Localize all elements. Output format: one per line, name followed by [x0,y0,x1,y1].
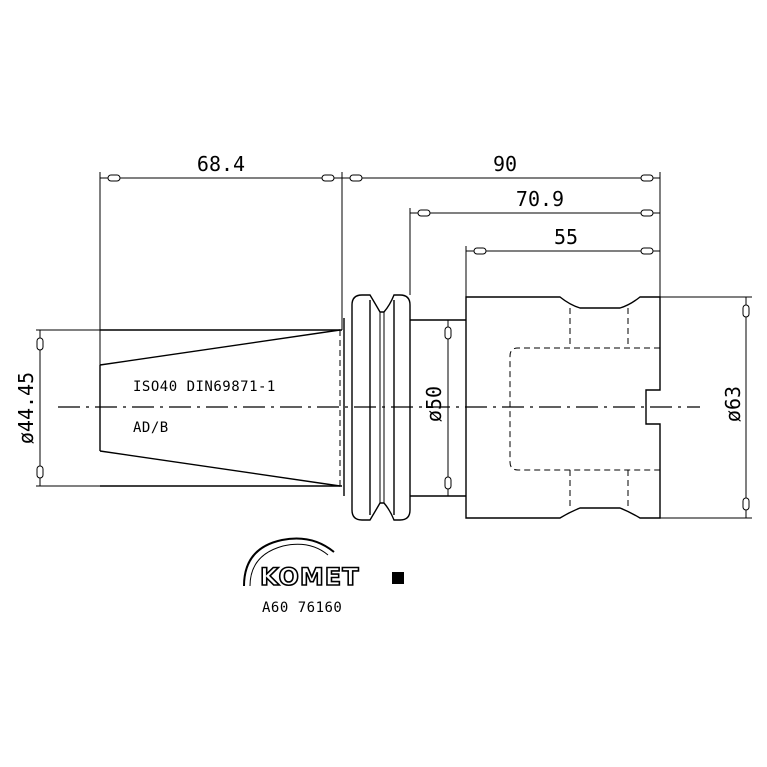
komet-logo: KOMET [243,537,404,592]
dim-68-4: 68.4 [197,152,245,176]
form-note: AD/B [133,420,169,436]
dim-shank-diameter: ø50 [422,386,446,422]
dimension-arrows [36,174,750,511]
shank [410,319,466,497]
extension-lines [36,172,752,519]
dim-90: 90 [493,152,517,176]
dim-55: 55 [554,225,578,249]
standard-note: ISO40 DIN69871-1 [133,379,276,395]
dim-taper-diameter: ø44.45 [14,372,38,444]
body [465,296,661,519]
flange [351,294,411,521]
dim-70-9: 70.9 [516,187,564,211]
svg-text:KOMET: KOMET [260,563,360,591]
dimension-lines [39,177,747,518]
taper-cone [99,318,345,496]
dim-body-diameter: ø63 [721,386,745,422]
part-number: A60 76160 [262,600,342,616]
